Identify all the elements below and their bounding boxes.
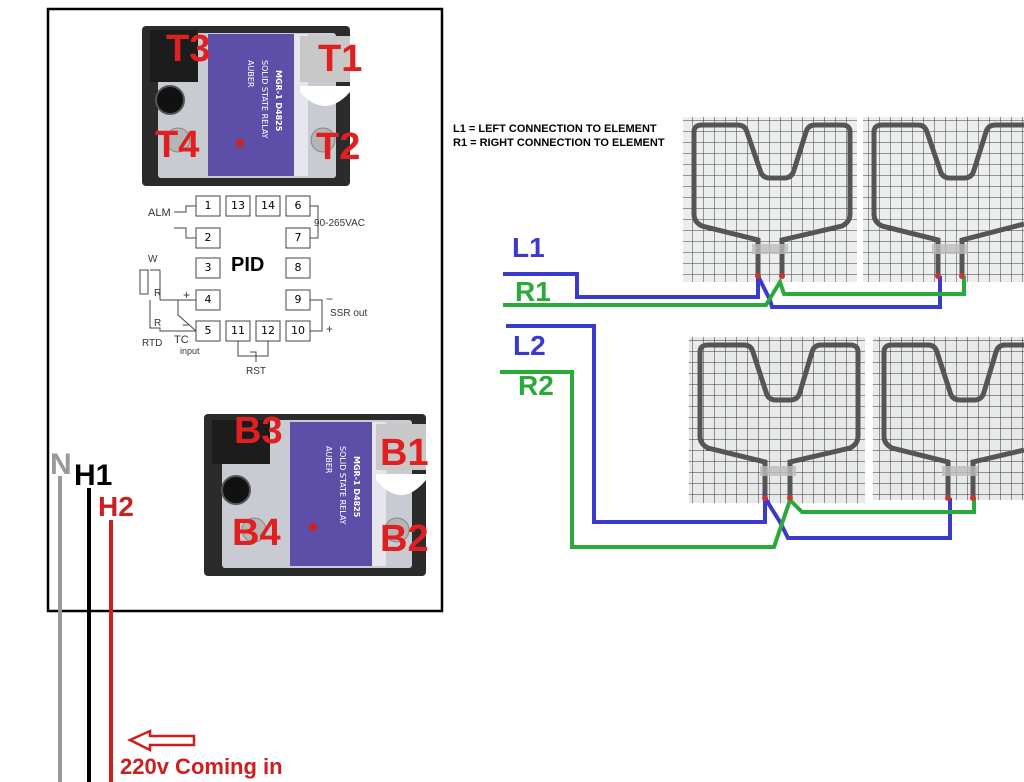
lead-label-n: N — [50, 448, 72, 481]
pid-terminal-6: 6 — [294, 199, 302, 212]
pid-ssr-minus: − — [326, 292, 334, 306]
terminal-label-b2: B2 — [380, 518, 429, 560]
pid-terminal-7: 7 — [294, 231, 302, 244]
relay-bottom-type: SOLID STATE RELAY — [338, 446, 347, 525]
terminal-label-t3: T3 — [166, 28, 211, 70]
pid-r-label-1: R — [154, 288, 162, 299]
pid-alm-label: ALM — [148, 207, 171, 219]
relay-top-type: SOLID STATE RELAY — [260, 60, 269, 139]
pid-terminal-12: 12 — [261, 324, 275, 337]
pid-terminal-14: 14 — [261, 199, 275, 212]
terminal-label-b1: B1 — [380, 432, 429, 474]
pid-terminal-4: 4 — [204, 293, 212, 306]
pid-title: PID — [231, 254, 265, 276]
heating-element-2 — [863, 117, 1024, 282]
pid-terminal-11: 11 — [231, 324, 245, 337]
pid-tc-label: TC — [174, 334, 189, 346]
wire-label-l1: L1 — [512, 232, 545, 263]
pid-rst-label: RST — [246, 366, 266, 377]
pid-terminal-13: 13 — [231, 199, 245, 212]
lead-label-h1: H1 — [74, 459, 113, 492]
wire-label-r1: R1 — [515, 276, 551, 307]
legend-line-1: L1 = LEFT CONNECTION TO ELEMENT — [453, 123, 657, 135]
relay-top-brand: AUBER — [246, 60, 255, 88]
terminal-label-b3: B3 — [234, 410, 283, 452]
pid-terminal-9: 9 — [294, 293, 302, 306]
incoming-power-label: 220v Coming in — [120, 754, 283, 779]
legend-line-2: R1 = RIGHT CONNECTION TO ELEMENT — [453, 137, 665, 149]
pid-terminal-5: 5 — [204, 324, 212, 337]
terminal-label-b4: B4 — [232, 512, 281, 554]
heating-element-4 — [873, 337, 1024, 500]
lead-label-h2: H2 — [98, 491, 134, 522]
pid-r-label-2: R — [154, 318, 162, 329]
heating-element-3 — [689, 337, 865, 503]
terminal-label-t4: T4 — [155, 124, 200, 166]
relay-bottom-model: MGR-1 D4825 — [352, 456, 361, 518]
pid-terminal-8: 8 — [294, 261, 302, 274]
pid-terminal-10: 10 — [291, 324, 305, 337]
pid-rtd-label: RTD — [142, 338, 163, 349]
pid-tc-minus: − — [182, 318, 190, 332]
pid-terminal-diagram — [139, 195, 323, 362]
wire-label-r2: R2 — [518, 370, 554, 401]
terminal-label-t2: T2 — [316, 126, 361, 168]
arrow-left-icon — [127, 729, 196, 753]
heating-element-1 — [683, 117, 857, 282]
pid-terminal-1: 1 — [204, 199, 212, 212]
relay-bottom-brand: AUBER — [324, 446, 333, 474]
terminal-label-t1: T1 — [318, 38, 363, 80]
pid-tc-plus: + — [183, 288, 191, 302]
relay-top-model: MGR-1 D4825 — [274, 70, 283, 132]
pid-w-label: W — [148, 254, 158, 265]
pid-supply-label: 90-265VAC — [314, 218, 365, 229]
pid-tc-input-label: input — [180, 346, 200, 356]
pid-ssr-plus: + — [326, 322, 334, 336]
pid-terminal-2: 2 — [204, 231, 212, 244]
wire-r2 — [500, 370, 976, 549]
wire-label-l2: L2 — [513, 330, 546, 361]
pid-ssr-out-label: SSR out — [330, 308, 368, 319]
relay-top: SOLID STATE RELAY AUBER MGR-1 D4825 — [142, 26, 350, 186]
relay-bottom: SOLID STATE RELAY AUBER MGR-1 D4825 — [204, 414, 426, 576]
wire-r1 — [503, 276, 966, 307]
pid-terminal-3: 3 — [204, 261, 212, 274]
enclosure-box — [46, 7, 444, 613]
